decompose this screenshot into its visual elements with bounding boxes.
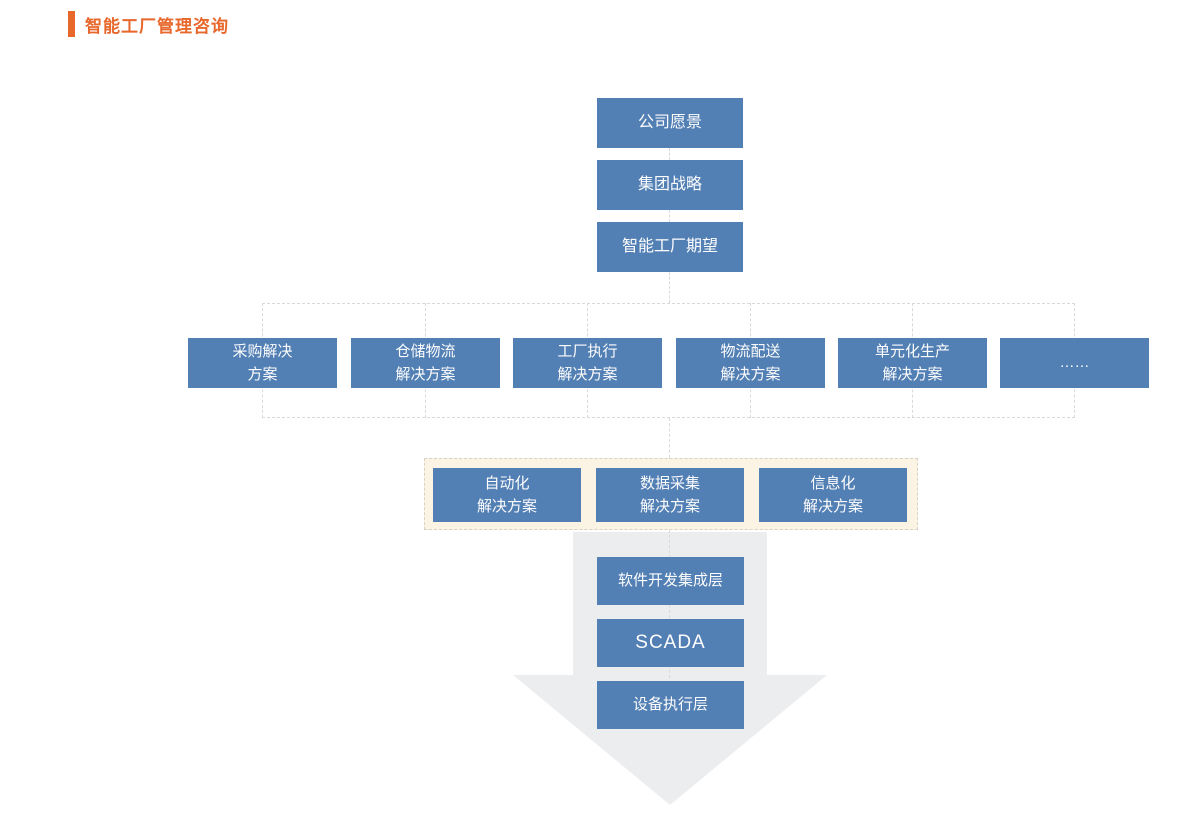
node-cellular-production-solution: 单元化生产 解决方案 (838, 338, 987, 388)
page-header: 智能工厂管理咨询 (68, 11, 229, 37)
connector-line (669, 210, 670, 222)
node-data-acquisition-solution: 数据采集 解决方案 (596, 468, 744, 522)
node-automation-solution: 自动化 解决方案 (433, 468, 581, 522)
node-smart-factory-expectation: 智能工厂期望 (597, 222, 743, 272)
page-title: 智能工厂管理咨询 (85, 16, 229, 36)
node-software-integration-layer: 软件开发集成层 (597, 557, 744, 605)
node-equipment-execution-layer: 设备执行层 (597, 681, 744, 729)
connector-line (669, 272, 670, 303)
node-group-strategy: 集团战略 (597, 160, 743, 210)
node-procurement-solution: 采购解决 方案 (188, 338, 337, 388)
node-scada-layer: SCADA (597, 619, 744, 667)
node-warehouse-logistics-solution: 仓储物流 解决方案 (351, 338, 500, 388)
node-more-ellipsis: …… (1000, 338, 1149, 388)
connector-line (669, 148, 670, 160)
node-logistics-delivery-solution: 物流配送 解决方案 (676, 338, 825, 388)
connector-line (669, 418, 670, 458)
node-company-vision: 公司愿景 (597, 98, 743, 148)
title-accent-bar-icon (68, 11, 75, 37)
node-factory-execution-solution: 工厂执行 解决方案 (513, 338, 662, 388)
node-informatization-solution: 信息化 解决方案 (759, 468, 907, 522)
